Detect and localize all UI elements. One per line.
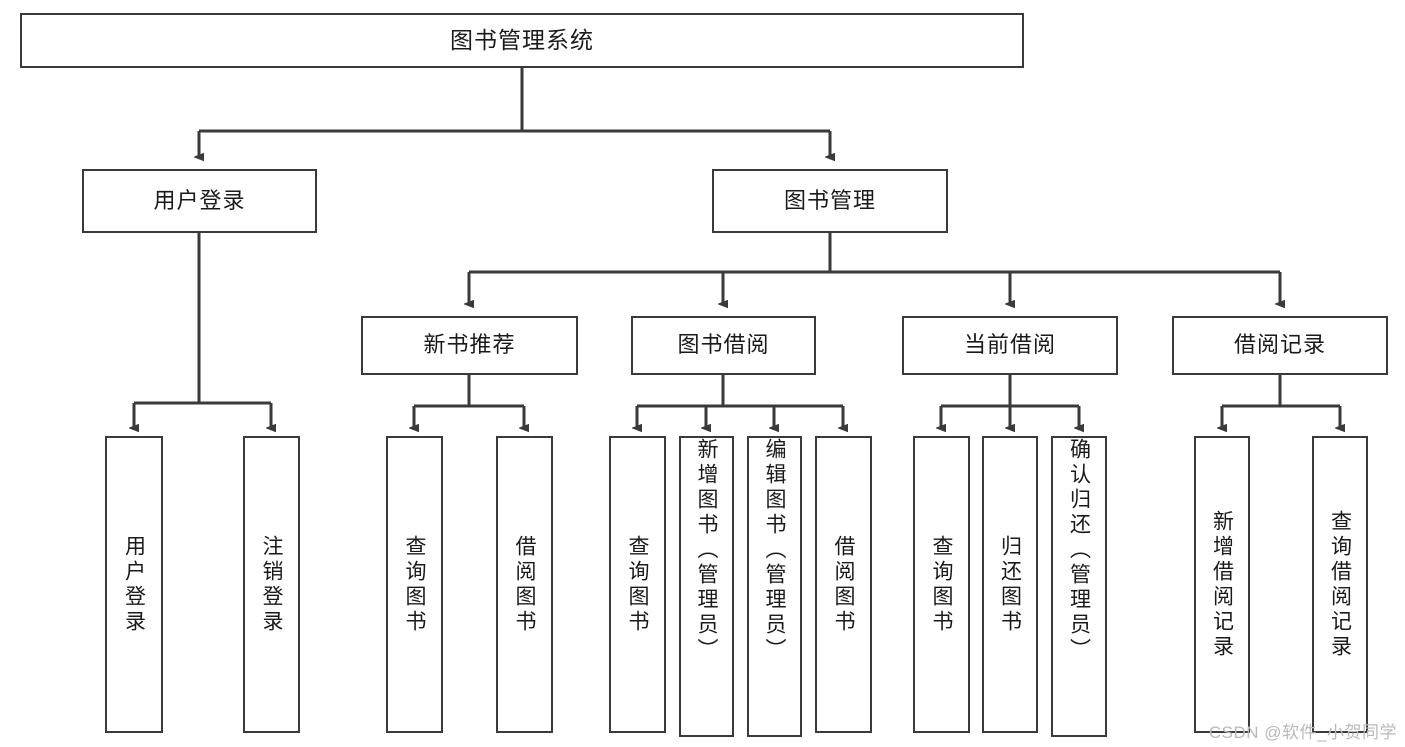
node-leaf-edit-book-label: 编辑图书（管理员）: [763, 438, 786, 663]
node-leaf-query-book-2-label: 查询图书: [626, 534, 649, 635]
node-book-borrow-label: 图书借阅: [677, 332, 770, 358]
node-user-login[interactable]: 用户登录: [82, 169, 317, 233]
node-leaf-user-logout-label: 注销登录: [260, 534, 283, 635]
node-borrow-record-label: 借阅记录: [1233, 332, 1326, 358]
node-leaf-add-book-label: 新增图书（管理员）: [695, 438, 718, 663]
node-book-management-label: 图书管理: [783, 187, 876, 213]
node-leaf-borrow-book-1[interactable]: 借阅图书: [496, 436, 553, 733]
node-new-book-recommend[interactable]: 新书推荐: [361, 316, 578, 375]
node-current-borrow[interactable]: 当前借阅: [902, 316, 1118, 375]
node-leaf-borrow-book-1-label: 借阅图书: [513, 534, 536, 635]
node-new-book-recommend-label: 新书推荐: [423, 332, 516, 358]
node-current-borrow-label: 当前借阅: [963, 332, 1056, 358]
node-leaf-query-record[interactable]: 查询借阅记录: [1312, 436, 1368, 733]
node-book-management[interactable]: 图书管理: [712, 169, 948, 233]
node-root[interactable]: 图书管理系统: [20, 13, 1024, 68]
node-leaf-add-record[interactable]: 新增借阅记录: [1194, 436, 1250, 733]
node-leaf-add-book[interactable]: 新增图书（管理员）: [679, 436, 734, 737]
node-leaf-return-book[interactable]: 归还图书: [982, 436, 1038, 733]
node-leaf-user-logout[interactable]: 注销登录: [243, 436, 300, 733]
node-leaf-user-login-label: 用户登录: [122, 534, 146, 635]
node-leaf-query-book-3[interactable]: 查询图书: [913, 436, 970, 733]
node-leaf-add-record-label: 新增借阅记录: [1210, 509, 1234, 660]
node-root-label: 图书管理系统: [450, 26, 594, 53]
node-book-borrow[interactable]: 图书借阅: [631, 316, 816, 375]
node-leaf-borrow-book-2[interactable]: 借阅图书: [815, 436, 872, 733]
node-leaf-confirm-return-label: 确认归还（管理员）: [1067, 438, 1091, 663]
node-leaf-borrow-book-2-label: 借阅图书: [832, 534, 855, 635]
csdn-watermark: CSDN @软件_小贺同学: [1208, 723, 1397, 742]
node-leaf-query-record-label: 查询借阅记录: [1328, 509, 1352, 660]
node-leaf-return-book-label: 归还图书: [998, 534, 1022, 635]
node-leaf-confirm-return[interactable]: 确认归还（管理员）: [1051, 436, 1107, 737]
node-leaf-edit-book[interactable]: 编辑图书（管理员）: [747, 436, 802, 737]
node-leaf-query-book-1[interactable]: 查询图书: [386, 436, 443, 733]
node-leaf-query-book-3-label: 查询图书: [930, 534, 953, 635]
node-leaf-query-book-2[interactable]: 查询图书: [609, 436, 666, 733]
node-leaf-query-book-1-label: 查询图书: [403, 534, 426, 635]
node-user-login-label: 用户登录: [153, 187, 246, 213]
node-borrow-record[interactable]: 借阅记录: [1172, 316, 1388, 375]
node-leaf-user-login[interactable]: 用户登录: [105, 436, 163, 733]
